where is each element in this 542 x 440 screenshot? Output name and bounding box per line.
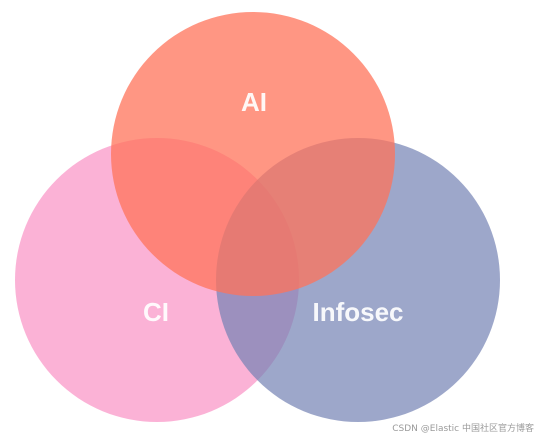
- watermark-text: CSDN @Elastic 中国社区官方博客: [392, 424, 534, 434]
- set-label-ci: CI: [143, 297, 169, 327]
- set-label-ai: AI: [241, 87, 267, 117]
- set-label-infosec: Infosec: [312, 297, 403, 327]
- set-circle-ai: [111, 12, 395, 296]
